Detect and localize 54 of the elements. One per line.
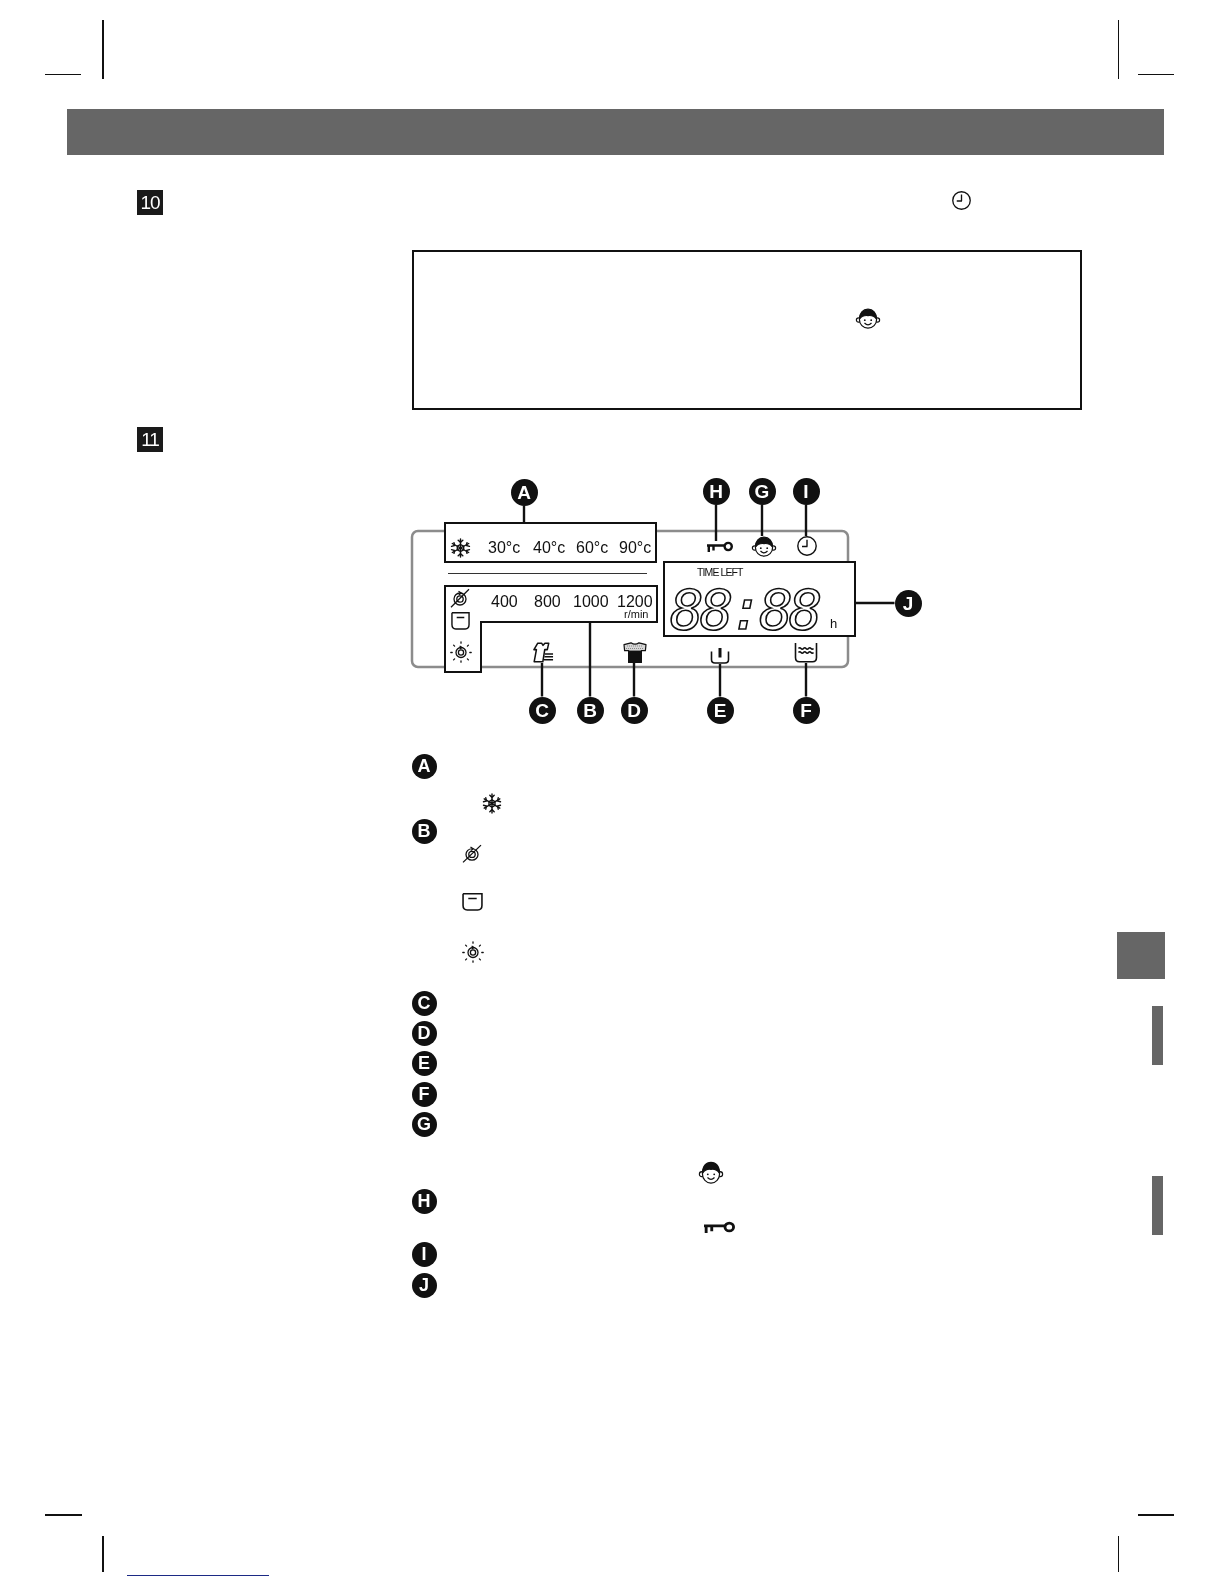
leader-line xyxy=(522,505,526,522)
callout-letter: A xyxy=(510,478,538,506)
shirt-icon xyxy=(623,642,647,663)
leader-line xyxy=(588,623,592,697)
callout-letter: J xyxy=(411,1272,437,1298)
leader-line xyxy=(804,504,808,536)
spin-speed-label: 400 xyxy=(491,593,518,610)
callout-letter: E xyxy=(411,1050,437,1076)
callout-letter: F xyxy=(792,696,820,724)
unit-label: h xyxy=(830,617,838,630)
callout-letter: B xyxy=(576,696,604,724)
spin-speed-label: 1200 xyxy=(617,593,653,610)
leader-line xyxy=(632,663,636,697)
temperature-label: 60°c xyxy=(576,539,609,556)
temperature-label: 40°c xyxy=(533,539,566,556)
callout-letter: C xyxy=(528,696,556,724)
spin-speed-label: 1000 xyxy=(573,593,609,610)
step-number: 10 xyxy=(137,190,163,215)
callout-letter: J xyxy=(894,589,922,617)
callout-letter: H xyxy=(411,1188,437,1214)
callout-letter: A xyxy=(411,753,437,779)
callout-letter: G xyxy=(411,1111,437,1137)
face-icon xyxy=(751,536,777,557)
callout-letter: D xyxy=(620,696,648,724)
callout-letter: D xyxy=(411,1020,437,1046)
spin-speed-frame xyxy=(444,585,658,673)
callout-letter: H xyxy=(702,477,730,505)
temperature-label: 90°c xyxy=(619,539,652,556)
unit-label: r/min xyxy=(624,608,649,620)
leader-line xyxy=(718,664,722,697)
callout-letter: G xyxy=(748,477,776,505)
leader-line xyxy=(804,663,808,697)
step-number: 11 xyxy=(137,427,163,452)
display-caption: TIME LEFT xyxy=(697,567,743,578)
callout-letter: I xyxy=(792,477,820,505)
callout-letter: B xyxy=(411,818,437,844)
temperature-frame xyxy=(444,522,657,563)
leader-line xyxy=(540,663,544,697)
callout-letter: E xyxy=(706,696,734,724)
leader-line xyxy=(856,601,895,605)
water-basin-icon xyxy=(794,642,818,663)
callout-letter: C xyxy=(411,990,437,1016)
spin-speed-label: 800 xyxy=(534,593,561,610)
leader-line xyxy=(760,504,764,536)
leader-line xyxy=(714,504,718,541)
cup-bar-icon xyxy=(710,648,730,664)
temperature-label: 30°c xyxy=(488,539,521,556)
callout-letter: I xyxy=(411,1241,437,1267)
key-icon xyxy=(707,541,733,552)
clock-icon xyxy=(797,536,817,556)
callout-letter: F xyxy=(411,1081,437,1107)
time-digits: 88:88 xyxy=(670,587,819,633)
shirt-lines-icon xyxy=(533,642,554,663)
time-display-frame xyxy=(663,561,856,637)
